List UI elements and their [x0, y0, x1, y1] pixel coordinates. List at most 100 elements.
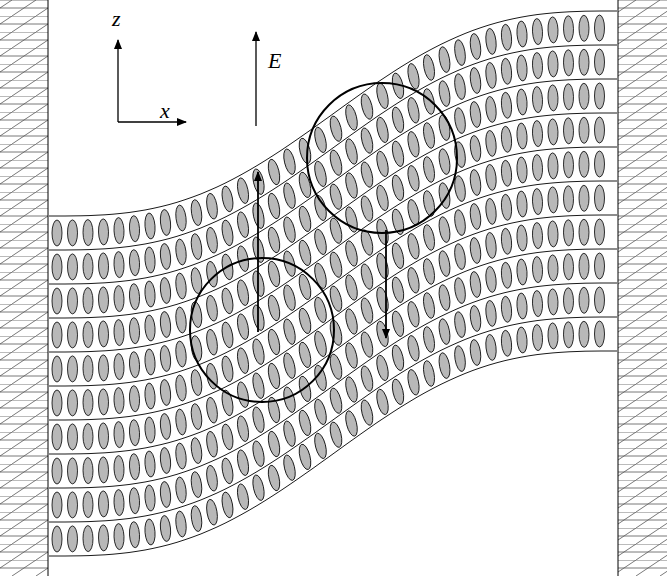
molecule [516, 259, 528, 286]
molecule [343, 240, 359, 268]
molecule [297, 443, 313, 471]
molecule [67, 424, 77, 450]
field-arrow [255, 32, 256, 126]
molecule [312, 432, 328, 460]
molecule [174, 306, 187, 333]
molecule [159, 379, 172, 406]
molecule [67, 492, 77, 518]
molecule [437, 250, 451, 277]
molecule [52, 356, 62, 382]
motion-arrow [385, 230, 387, 338]
molecule [375, 252, 391, 280]
molecule [375, 116, 391, 144]
molecule [406, 199, 421, 227]
molecule [113, 285, 124, 311]
molecule [500, 194, 512, 221]
molecule [485, 334, 498, 361]
molecule [500, 262, 512, 289]
molecule [129, 351, 141, 378]
molecule [251, 406, 266, 434]
molecule [500, 58, 512, 85]
molecule [359, 195, 375, 223]
molecule [532, 324, 543, 350]
molecule [205, 499, 219, 526]
molecule [516, 89, 528, 116]
molecule [144, 519, 156, 546]
molecule [98, 287, 109, 313]
molecule [563, 288, 574, 314]
molecule [359, 93, 375, 121]
molecule [453, 107, 467, 134]
molecule [98, 525, 109, 551]
molecule [190, 437, 204, 464]
molecule [422, 258, 437, 285]
molecule [422, 88, 437, 115]
molecule [98, 219, 109, 245]
smectic-layers [49, 11, 617, 556]
molecule [83, 492, 93, 518]
molecule [312, 262, 328, 290]
molecule [266, 430, 282, 458]
molecule [129, 453, 141, 480]
molecule [548, 119, 559, 145]
molecule [205, 397, 219, 424]
molecule [548, 153, 559, 179]
molecule [113, 319, 124, 345]
molecule [469, 237, 482, 264]
molecule [174, 408, 187, 435]
molecule [594, 185, 604, 211]
molecule [83, 254, 93, 280]
molecule [52, 254, 62, 280]
molecule [266, 294, 282, 322]
molecule [113, 489, 124, 515]
molecule [98, 253, 109, 279]
molecule [343, 342, 359, 370]
molecule [52, 288, 62, 314]
molecule [375, 82, 391, 110]
molecule [235, 177, 250, 204]
molecule [52, 458, 62, 484]
molecule [548, 187, 559, 213]
molecule [98, 355, 109, 381]
molecule [205, 295, 219, 322]
molecule [98, 491, 109, 517]
molecule [485, 232, 498, 259]
molecule [594, 253, 604, 279]
molecule [328, 149, 344, 177]
molecule [67, 254, 77, 280]
molecule [359, 399, 375, 427]
molecule [144, 247, 156, 274]
molecule [67, 390, 77, 416]
molecule [532, 52, 543, 78]
molecule [129, 419, 141, 446]
molecule [579, 151, 589, 177]
molecule [532, 188, 543, 214]
field-label: E⃗ [268, 50, 299, 72]
molecule [485, 300, 498, 327]
molecule [113, 353, 124, 379]
molecule [516, 21, 528, 48]
molecule [205, 431, 219, 458]
molecule [297, 171, 313, 199]
molecule [205, 227, 219, 254]
molecule [129, 283, 141, 310]
layer-boundary [49, 215, 617, 420]
molecule [174, 476, 187, 503]
molecule [343, 376, 359, 404]
molecule [67, 288, 77, 314]
molecule [98, 457, 109, 483]
molecule [235, 449, 250, 476]
molecule [190, 471, 204, 498]
molecule [190, 199, 204, 226]
molecule [422, 224, 437, 251]
molecule [375, 354, 391, 382]
molecule [174, 374, 187, 401]
molecule [282, 454, 298, 482]
molecule [469, 101, 482, 128]
molecule [220, 185, 235, 212]
molecule [220, 355, 235, 382]
molecule [235, 415, 250, 442]
molecule [532, 18, 543, 44]
molecule [235, 483, 250, 510]
molecule [67, 356, 77, 382]
